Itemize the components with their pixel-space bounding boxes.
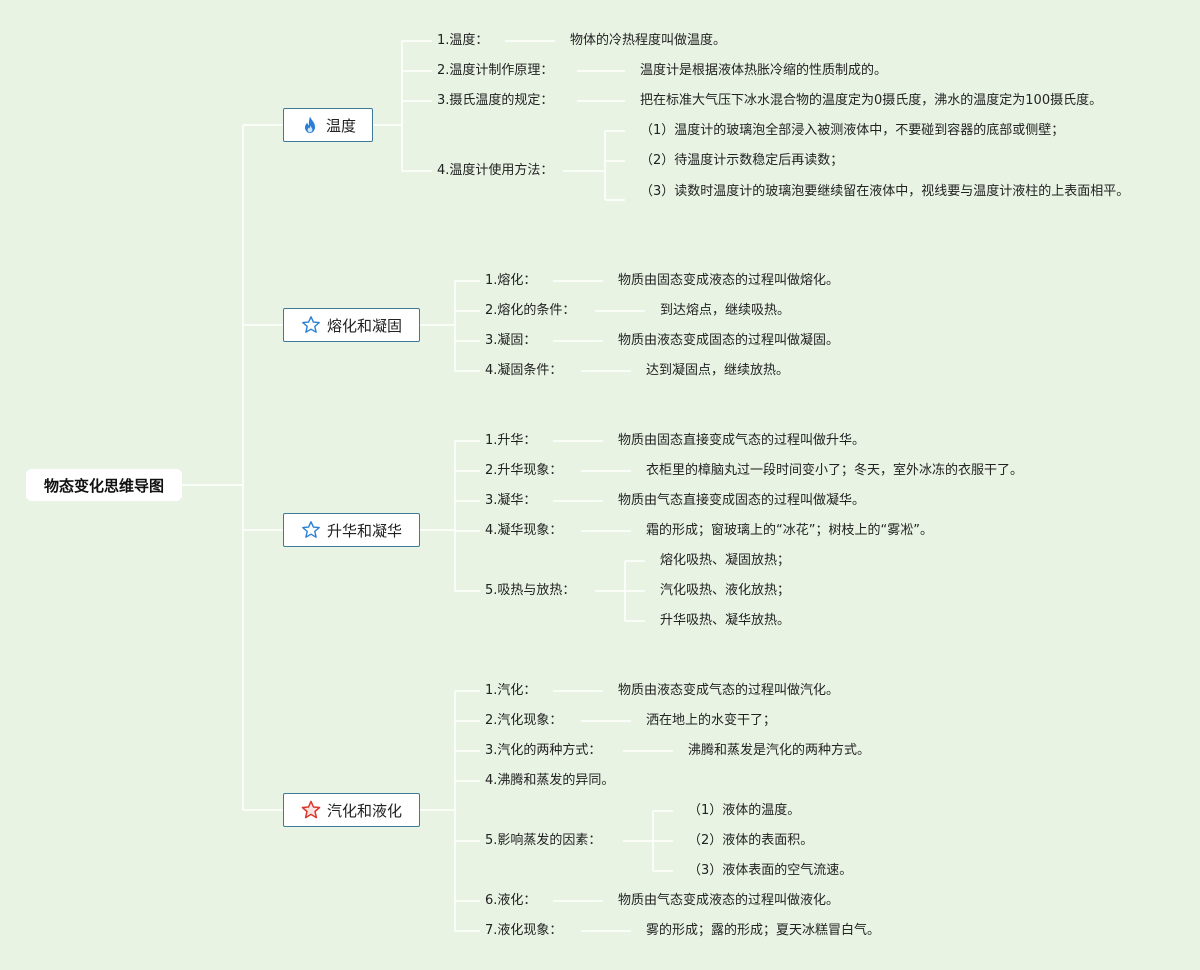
node-sub: 熔化吸热、凝固放热； [660,553,791,568]
node-desc: 物质由固态直接变成气态的过程叫做升华。 [618,433,866,448]
node-label: 6.液化： [485,893,537,908]
node-desc: 物质由液态变成气态的过程叫做汽化。 [618,683,840,698]
node-sub: （1）液体的温度。 [688,803,801,818]
node-sub: （2）待温度计示数稳定后再读数； [640,153,844,168]
node-sub: 升华吸热、凝华放热。 [660,613,791,628]
root-node[interactable]: 物态变化思维导图 [26,469,182,501]
star-red-icon [301,800,321,819]
branch-melting-solidifying[interactable]: 熔化和凝固 [283,308,420,342]
node-sub: 汽化吸热、液化放热； [660,583,791,598]
node-label: 3.凝固： [485,333,537,348]
branch-vaporization-liquefaction[interactable]: 汽化和液化 [283,793,420,827]
node-label: 1.汽化： [485,683,537,698]
node-desc: 衣柜里的樟脑丸过一段时间变小了；冬天，室外冰冻的衣服干了。 [646,463,1024,478]
node-desc: 物体的冷热程度叫做温度。 [570,33,727,48]
node-label: 5.影响蒸发的因素： [485,833,602,848]
branch-title: 温度 [325,116,356,135]
flame-icon [304,116,315,133]
node-sub: （2）液体的表面积。 [688,833,814,848]
node-desc: 到达熔点，继续吸热。 [660,303,791,318]
node-label: 7.液化现象： [485,923,563,938]
node-desc: 把在标准大气压下冰水混合物的温度定为0摄氏度，沸水的温度定为100摄氏度。 [640,93,1103,108]
node-label: 4.温度计使用方法： [437,163,554,178]
node-label: 5.吸热与放热： [485,583,576,598]
node-label: 2.汽化现象： [485,713,563,728]
node-label: 2.升华现象： [485,463,563,478]
node-label: 3.凝华： [485,493,537,508]
branch-title: 汽化和液化 [326,801,402,820]
node-desc: 物质由液态变成固态的过程叫做凝固。 [618,333,840,348]
node-label: 4.凝华现象： [485,523,563,538]
branch-title: 熔化和凝固 [326,316,402,335]
node-label: 1.温度： [437,33,489,48]
node-sub: （3）液体表面的空气流速。 [688,863,853,878]
node-desc: 达到凝固点，继续放热。 [646,363,790,378]
node-desc: 霜的形成；窗玻璃上的“冰花”；树枝上的“雾凇”。 [646,523,933,538]
node-label: 3.摄氏温度的规定： [437,93,554,108]
node-label: 4.凝固条件： [485,363,563,378]
node-sub: （3）读数时温度计的玻璃泡要继续留在液体中，视线要与温度计液柱的上表面相平。 [640,184,1130,199]
node-label: 1.熔化： [485,273,537,288]
node-desc: 温度计是根据液体热胀冷缩的性质制成的。 [640,63,888,78]
branch-sublimation-deposition[interactable]: 升华和凝华 [283,513,420,547]
node-label: 2.温度计制作原理： [437,63,554,78]
node-label: 1.升华： [485,433,537,448]
node-sub: （1）温度计的玻璃泡全部浸入被测液体中，不要碰到容器的底部或侧壁； [640,123,1065,138]
node-desc: 物质由气态直接变成固态的过程叫做凝华。 [618,493,866,508]
node-desc: 洒在地上的水变干了； [646,713,777,728]
node-label: 4.沸腾和蒸发的异同。 [485,773,615,788]
star-outline-icon [302,316,320,333]
node-desc: 物质由固态变成液态的过程叫做熔化。 [618,273,840,288]
branch-title: 升华和凝华 [326,521,402,540]
star-outline-icon [302,521,320,538]
node-desc: 物质由气态变成液态的过程叫做液化。 [618,893,840,908]
node-label: 3.汽化的两种方式： [485,743,602,758]
branch-temperature[interactable]: 温度 [283,108,373,142]
node-label: 2.熔化的条件： [485,303,576,318]
node-desc: 沸腾和蒸发是汽化的两种方式。 [688,743,871,758]
node-desc: 雾的形成；露的形成；夏天冰糕冒白气。 [646,923,881,938]
